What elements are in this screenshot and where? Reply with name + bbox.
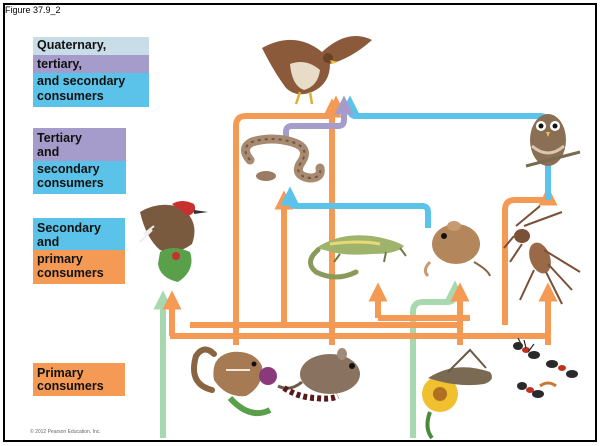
copyright-notice: © 2012 Pearson Education, Inc. bbox=[30, 429, 101, 435]
primary-consumer-arrows bbox=[170, 105, 550, 345]
lizard-illustration bbox=[310, 235, 406, 277]
arrow-flower-to-mouse bbox=[413, 290, 455, 438]
grasshopper-illustration bbox=[422, 350, 492, 438]
pocket-mouse-illustration bbox=[425, 221, 490, 276]
arrow-lizard-to-snake bbox=[290, 196, 428, 228]
hawk-illustration bbox=[262, 36, 372, 104]
ant-3 bbox=[517, 382, 556, 398]
woodpecker-illustration bbox=[140, 201, 208, 282]
arrow-snake-to-hawk-blue bbox=[350, 105, 548, 200]
ant-2 bbox=[546, 360, 578, 378]
ants-illustration bbox=[513, 338, 578, 398]
squirrel-illustration bbox=[194, 349, 277, 413]
owl-illustration bbox=[526, 114, 580, 166]
ant-1 bbox=[513, 338, 540, 359]
snake-illustration bbox=[245, 139, 320, 181]
spider-illustration bbox=[504, 206, 580, 304]
packrat-illustration bbox=[278, 348, 360, 399]
